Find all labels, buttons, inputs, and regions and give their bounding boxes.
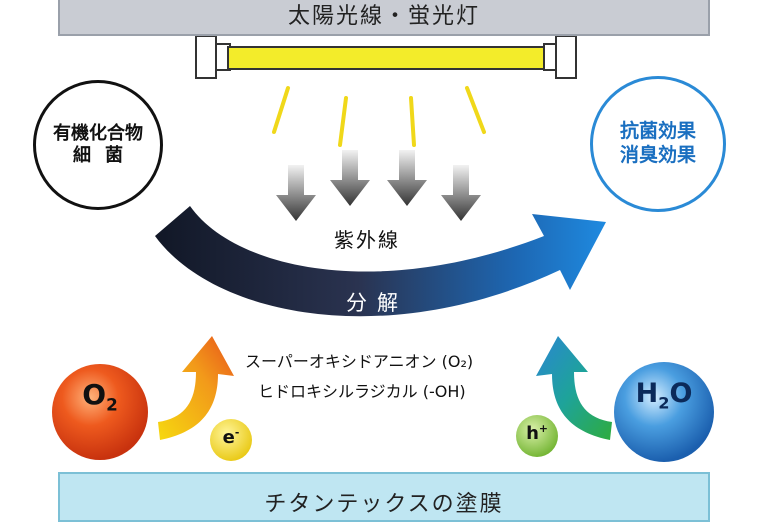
organic-compound-label: 有機化合物 — [53, 122, 143, 144]
light-rays — [272, 86, 486, 147]
hydroxyl-label: ヒドロキシルラジカル (-OH) — [258, 382, 466, 401]
down-arrow-icon — [387, 150, 427, 206]
deodorizing-label: 消臭効果 — [619, 144, 696, 166]
h2o-ball — [614, 362, 714, 462]
down-arrows — [276, 150, 481, 221]
down-arrow-icon — [441, 165, 481, 221]
h2o-label: H2O — [635, 378, 693, 413]
ray-1 — [272, 86, 290, 134]
lamp-icon — [195, 35, 577, 79]
light-source-label: 太陽光線・蛍光灯 — [287, 4, 480, 29]
left-curved-arrow-icon — [158, 336, 234, 440]
ray-4 — [465, 86, 486, 134]
light-source-box: 太陽光線・蛍光灯 — [58, 0, 710, 36]
diagram-canvas — [52, 35, 714, 462]
hole-ball — [516, 415, 558, 457]
organic-bacteria-circle: 有機化合物 細菌 — [33, 80, 163, 210]
ray-2 — [338, 96, 348, 147]
uv-label: 紫外線 — [334, 228, 400, 252]
bacteria-label: 細菌 — [73, 145, 137, 166]
antibacterial-label: 抗菌効果 — [619, 120, 696, 143]
o2-ball — [52, 364, 148, 460]
curved-arrow-icon — [155, 206, 606, 317]
coating-label: チタンテックスの塗膜 — [264, 492, 504, 517]
right-curved-arrow-icon — [536, 336, 612, 440]
electron-ball — [210, 419, 252, 461]
hole-label: h+ — [526, 422, 548, 444]
coating-box: チタンテックスの塗膜 — [58, 472, 710, 522]
decompose-label: 分解 — [346, 291, 408, 315]
ray-3 — [409, 96, 416, 147]
superoxide-label: スーパーオキシドアニオン (O₂) — [245, 352, 474, 371]
down-arrow-icon — [276, 165, 316, 221]
electron-label: e- — [222, 426, 240, 448]
down-arrow-icon — [330, 150, 370, 206]
o2-label: O2 — [82, 378, 118, 415]
effect-circle: 抗菌効果 消臭効果 — [590, 76, 726, 212]
